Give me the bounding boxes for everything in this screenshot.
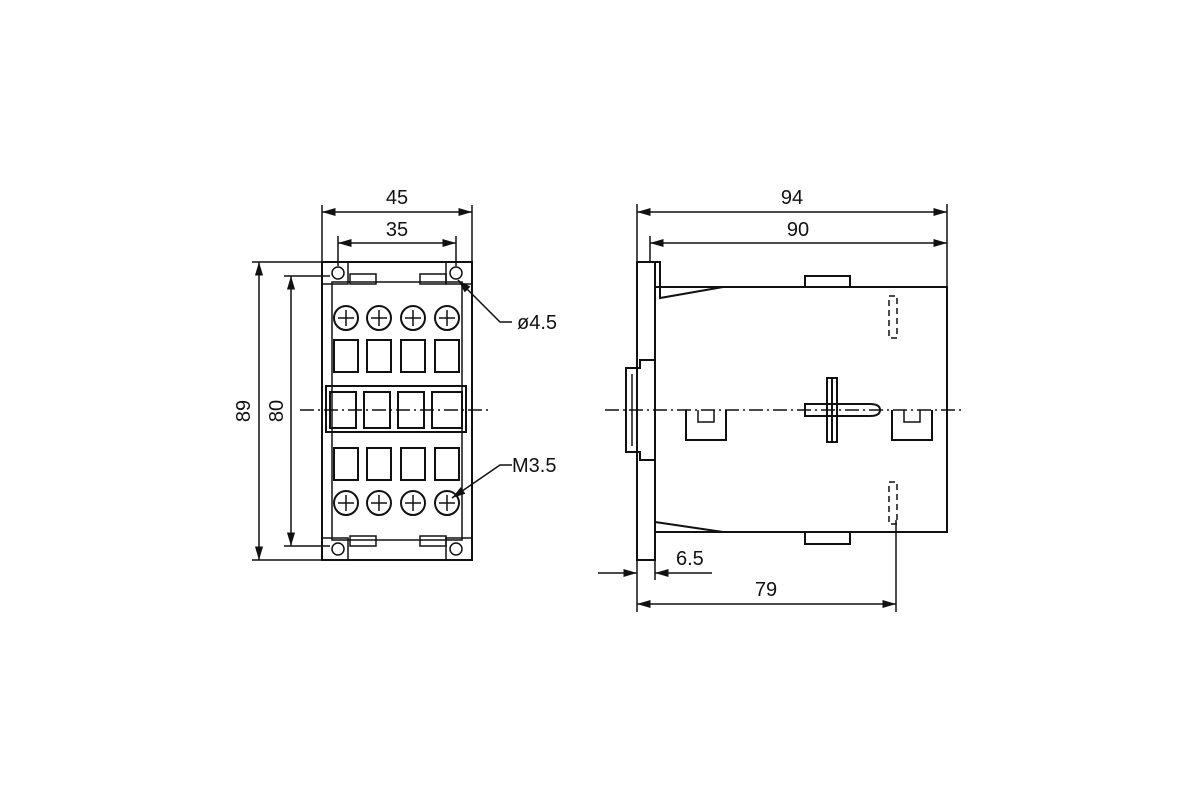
dim-width-mounting: 35 (386, 219, 408, 241)
dim-depth-fixing: 79 (755, 579, 777, 601)
top-tab (804, 275, 851, 288)
rail-clip-plate (636, 261, 656, 561)
bottom-flange (654, 520, 724, 533)
side-dimensions: 94 90 6.5 79 (598, 187, 948, 612)
mounting-hole (449, 266, 463, 280)
screw-leader (451, 464, 512, 499)
hole-leader (457, 279, 512, 323)
front-dimensions: 45 35 89 80 ø4.5 M3.5 (233, 187, 557, 561)
top-clip (349, 273, 377, 285)
top-terminal-screws (333, 305, 460, 331)
dim-height-mounting: 80 (266, 400, 288, 422)
side-slot-left (685, 410, 727, 441)
bottom-tab (804, 531, 851, 545)
top-clip (419, 273, 447, 285)
top-wire-slots (333, 339, 460, 373)
mounting-hole (331, 542, 345, 556)
bottom-terminal-screws (333, 490, 460, 516)
middle-contact-block (325, 385, 467, 433)
hidden-slot (888, 295, 898, 339)
side-view (605, 261, 965, 561)
bottom-clip (349, 535, 377, 547)
side-slot-right (891, 410, 933, 441)
front-view (300, 261, 490, 561)
din-rail (625, 359, 655, 461)
dim-height-overall: 89 (233, 400, 255, 422)
dim-rail-offset: 6.5 (676, 548, 704, 570)
screw-size-label: M3.5 (512, 455, 556, 477)
dim-depth-overall: 94 (781, 187, 803, 209)
bottom-wire-slots (333, 447, 460, 481)
bottom-clip (419, 535, 447, 547)
top-flange (654, 261, 724, 300)
dim-width-overall: 45 (386, 187, 408, 209)
mounting-hole (449, 542, 463, 556)
hidden-slot (888, 481, 898, 525)
mounting-hole (331, 266, 345, 280)
hole-diameter-label: ø4.5 (517, 312, 557, 334)
dim-depth-body: 90 (787, 219, 809, 241)
front-body-outline (321, 261, 473, 561)
